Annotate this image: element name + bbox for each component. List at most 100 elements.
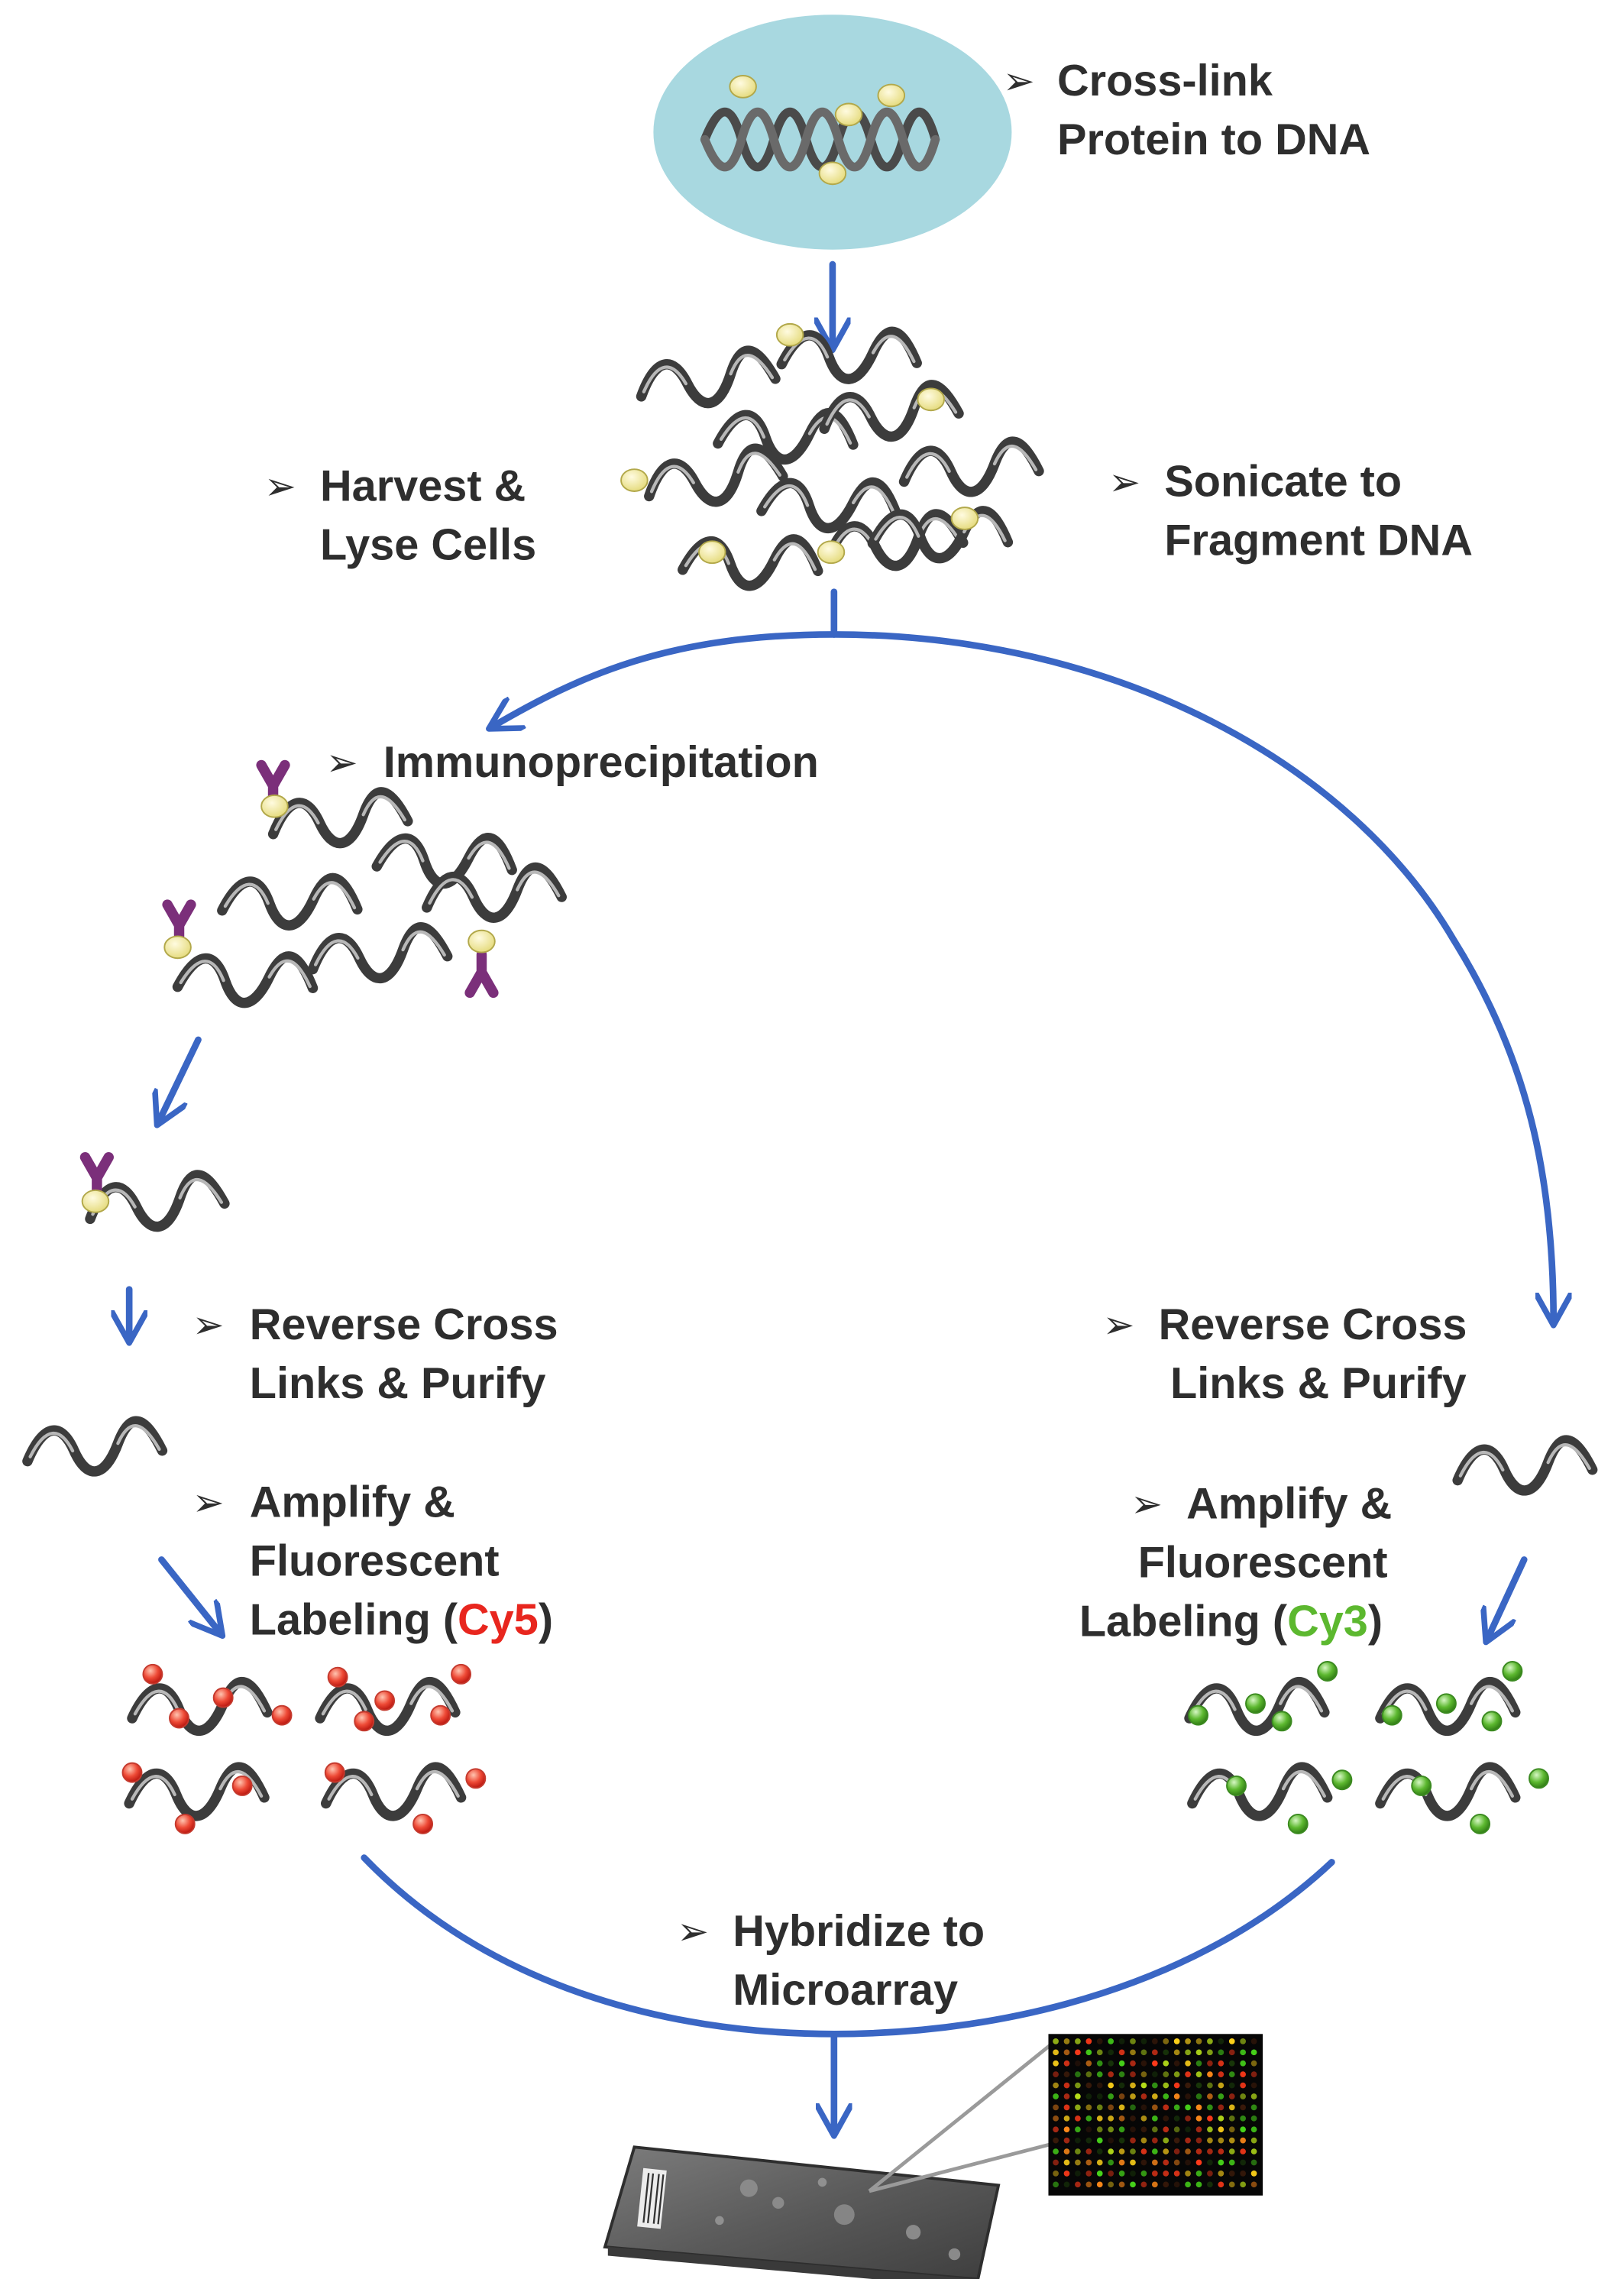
arrow-right-label [1487, 1556, 1528, 1639]
microarray-spot [1185, 2181, 1191, 2188]
microarray-spot [1228, 2060, 1235, 2067]
microarray-spot [1218, 2071, 1224, 2077]
microarray-spot [1207, 2137, 1213, 2144]
microarray-spot [1250, 2148, 1257, 2154]
microarray-spot [1085, 2060, 1092, 2067]
microarray-spot [1096, 2148, 1103, 2154]
microarray-spot [1096, 2171, 1103, 2177]
immuno-line1: Immunoprecipitation [383, 738, 819, 787]
microarray-spot [1063, 2104, 1070, 2111]
svg-text:➢: ➢ [264, 465, 296, 509]
enriched-fragment [82, 1157, 226, 1232]
microarray-spot [1075, 2093, 1081, 2099]
microarray-spot [1218, 2148, 1224, 2154]
microarray-spot [1130, 2082, 1136, 2089]
microarray-spot [1240, 2082, 1247, 2089]
reverse-right-line2: Links & Purify [1170, 1359, 1467, 1408]
crosslink-line2: Protein to DNA [1057, 115, 1370, 164]
microarray-spot [1218, 2038, 1224, 2044]
microarray-spot [1085, 2104, 1092, 2111]
microarray-spot [1250, 2071, 1257, 2077]
microarray-spot [1207, 2104, 1213, 2111]
amplify-left-line2: Fluorescent [250, 1537, 500, 1586]
microarray-spot [1228, 2159, 1235, 2166]
microarray-spot [1130, 2093, 1136, 2099]
microarray-spot [1118, 2115, 1125, 2122]
microarray-spot [1173, 2093, 1180, 2099]
svg-text:➢: ➢ [1108, 460, 1140, 504]
amplify-right-line3: Labeling (Cy3) [1079, 1597, 1383, 1646]
microarray-spot [1163, 2071, 1169, 2077]
microarray-spot [1063, 2049, 1070, 2056]
microarray-spot [1151, 2171, 1158, 2177]
amplify-right-line1: Amplify & [1186, 1480, 1392, 1529]
microarray-spot [1207, 2126, 1213, 2133]
microarray-spot [1118, 2071, 1125, 2077]
microarray-spot [1075, 2181, 1081, 2188]
microarray-spot [1195, 2171, 1202, 2177]
microarray-spot [1118, 2093, 1125, 2099]
arrow-left-label [158, 1556, 220, 1633]
microarray-spot [1173, 2137, 1180, 2144]
zoom-line-top [868, 2042, 1053, 2193]
microarray-spot [1163, 2181, 1169, 2188]
microarray-spot [1140, 2126, 1147, 2133]
microarray-spot [1140, 2137, 1147, 2144]
microarray-spot [1096, 2159, 1103, 2166]
microarray-spot [1151, 2049, 1158, 2056]
microarray-spot [1053, 2148, 1059, 2154]
microarray-spot [1130, 2148, 1136, 2154]
microarray-spot [1250, 2082, 1257, 2089]
microarray-spot [1130, 2060, 1136, 2067]
microarray-spot [1173, 2148, 1180, 2154]
microarray-spot [1075, 2159, 1081, 2166]
microarray-spot [1118, 2104, 1125, 2111]
arrow-to-immuno [492, 631, 838, 727]
microarray-spot [1218, 2115, 1224, 2122]
microarray-spot [1118, 2181, 1125, 2188]
microarray-spot [1075, 2049, 1081, 2056]
hybridize-line2: Microarray [733, 1966, 958, 2015]
microarray-spot [1250, 2038, 1257, 2044]
sonicate-line1: Sonicate to [1164, 458, 1402, 507]
microarray-spot [1108, 2171, 1114, 2177]
microarray-spot [1140, 2093, 1147, 2099]
microarray-spot [1085, 2126, 1092, 2133]
microarray-spot [1096, 2082, 1103, 2089]
microarray-spot [1151, 2137, 1158, 2144]
microarray-spot [1218, 2093, 1224, 2099]
microarray-spot [1163, 2159, 1169, 2166]
microarray-spot [1063, 2171, 1070, 2177]
microarray-spot [1053, 2115, 1059, 2122]
microarray-spot [1218, 2049, 1224, 2056]
microarray-spot [1063, 2159, 1070, 2166]
microarray-spot [1163, 2060, 1169, 2067]
microarray-spot [1108, 2126, 1114, 2133]
microarray-spot [1118, 2171, 1125, 2177]
microarray-spot [1075, 2038, 1081, 2044]
microarray-spot [1250, 2049, 1257, 2056]
microarray-spot [1207, 2049, 1213, 2056]
microarray-spot [1240, 2137, 1247, 2144]
microarray-spot [1173, 2082, 1180, 2089]
crosslink-line1: Cross-link [1057, 57, 1273, 105]
microarray-spot [1250, 2137, 1257, 2144]
harvest-line1: Harvest & [320, 461, 526, 510]
microarray-spot [1108, 2148, 1114, 2154]
microarray-spot [1063, 2137, 1070, 2144]
microarray-spot [1218, 2171, 1224, 2177]
microarray-spot [1075, 2071, 1081, 2077]
microarray-spot [1185, 2148, 1191, 2154]
microarray-spot [1228, 2071, 1235, 2077]
microarray-spot [1185, 2159, 1191, 2166]
microarray-spot [1140, 2082, 1147, 2089]
microarray-spot [1250, 2159, 1257, 2166]
reverse-right-line1: Reverse Cross [1159, 1300, 1467, 1349]
dna-fragments-cluster [620, 324, 1040, 590]
microarray-image-icon [1048, 2034, 1263, 2196]
microarray-spot [1085, 2137, 1092, 2144]
microarray-spot [1151, 2082, 1158, 2089]
microarray-spot [1096, 2137, 1103, 2144]
microarray-spot [1063, 2126, 1070, 2133]
